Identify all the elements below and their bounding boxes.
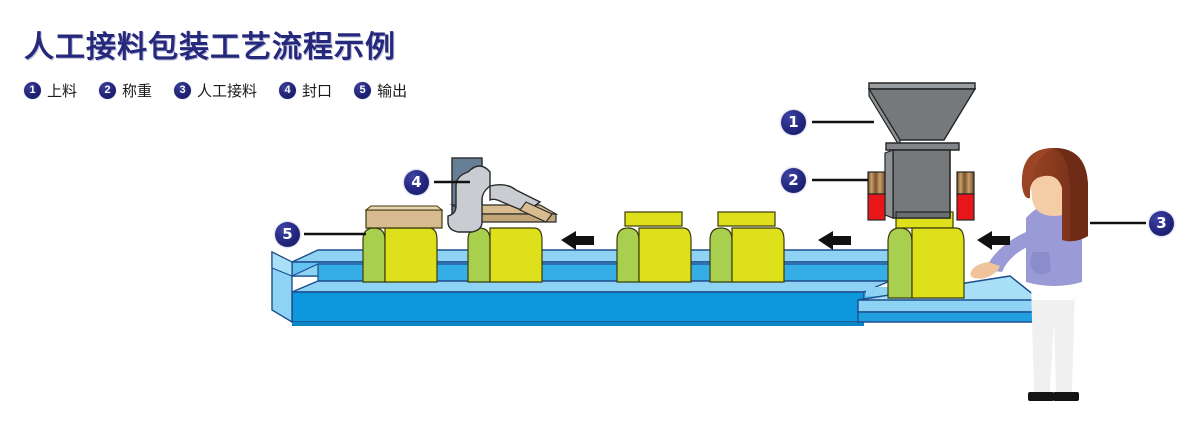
legend-label-1: 上料	[47, 82, 78, 100]
conveyor-belt-icon	[271, 249, 891, 326]
load-cell-icon	[867, 171, 975, 221]
legend-item-3[interactable]: 3 人工接料	[174, 80, 257, 101]
callout-5[interactable]: 5	[275, 222, 300, 247]
bag-open-1	[616, 211, 692, 283]
legend-badge-2: 2	[99, 82, 117, 99]
legend: 1 上料 2 称重 3 人工接料 4 封口 5 输出	[24, 80, 407, 101]
legend-item-2[interactable]: 2 称重	[99, 80, 152, 101]
legend-item-4[interactable]: 4 封口	[279, 80, 332, 101]
legend-badge-1: 1	[24, 82, 41, 99]
bag-at-sealer	[467, 227, 543, 283]
callout-4[interactable]: 4	[404, 170, 429, 195]
legend-badge-4: 4	[279, 82, 297, 99]
bag-open-2	[709, 211, 785, 283]
person-icon	[970, 148, 1088, 401]
sealing-head-icon	[447, 157, 559, 233]
legend-item-5[interactable]: 5 输出	[354, 80, 407, 101]
legend-label-3: 人工接料	[197, 82, 258, 100]
bag-at-filling-station	[887, 211, 965, 299]
legend-badge-5: 5	[354, 82, 372, 99]
page-title: 人工接料包装工艺流程示例	[24, 30, 396, 65]
callout-leader-lines	[304, 120, 1146, 236]
legend-label-2: 称重	[122, 82, 153, 100]
legend-label-4: 封口	[302, 82, 333, 100]
header: 人工接料包装工艺流程示例 1 上料 2 称重 3 人工接料 4 封口 5 输出	[0, 0, 1200, 120]
legend-label-5: 输出	[377, 82, 408, 100]
callout-2[interactable]: 2	[781, 168, 806, 193]
arrow-left-icon	[561, 231, 1010, 250]
legend-item-1[interactable]: 1 上料	[24, 80, 77, 101]
callout-3[interactable]: 3	[1149, 211, 1174, 236]
bag-sealed-output	[362, 205, 444, 283]
funnel-icon	[867, 82, 977, 219]
callout-1[interactable]: 1	[781, 110, 806, 135]
legend-badge-3: 3	[174, 82, 192, 99]
